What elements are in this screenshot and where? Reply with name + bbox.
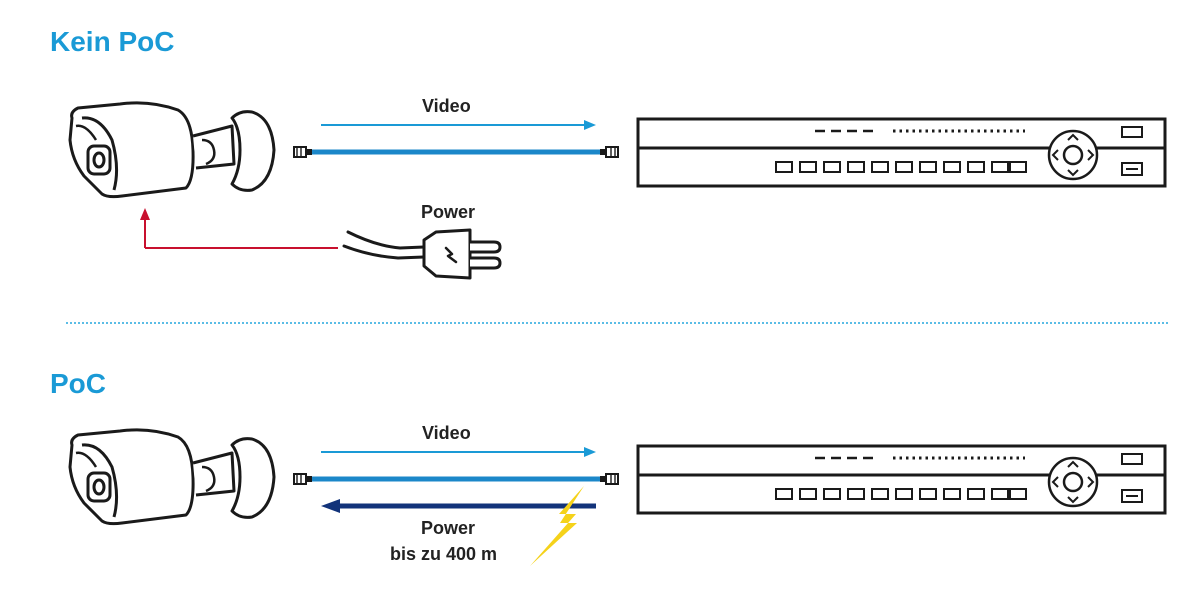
camera-icon: [68, 101, 276, 199]
video-label-poc: Video: [422, 423, 471, 443]
distance-label-poc: bis zu 400 m: [390, 544, 498, 564]
video-label-no-poc: Video: [422, 96, 471, 116]
power-label-poc: Power: [421, 518, 476, 538]
section-title-poc: PoC: [50, 368, 106, 399]
video-arrow-head: [584, 120, 596, 130]
video-arrow-head: [584, 447, 596, 457]
power-arrow-head: [140, 208, 150, 220]
poc-power-arrow-head: [321, 499, 340, 513]
lightning-bolt-icon: [530, 486, 584, 566]
section-title-no-poc: Kein PoC: [50, 26, 175, 57]
nvr-recorder-icon: [636, 117, 1167, 188]
section-divider: [66, 322, 1168, 324]
ethernet-plug-icon: [293, 473, 313, 485]
ethernet-plug-icon: [599, 146, 619, 158]
nvr-recorder-icon: [636, 444, 1167, 515]
power-plug-icon: [342, 228, 502, 280]
ethernet-plug-icon: [293, 146, 313, 158]
ethernet-plug-icon: [599, 473, 619, 485]
camera-icon: [68, 428, 276, 526]
power-label-no-poc: Power: [421, 202, 476, 222]
